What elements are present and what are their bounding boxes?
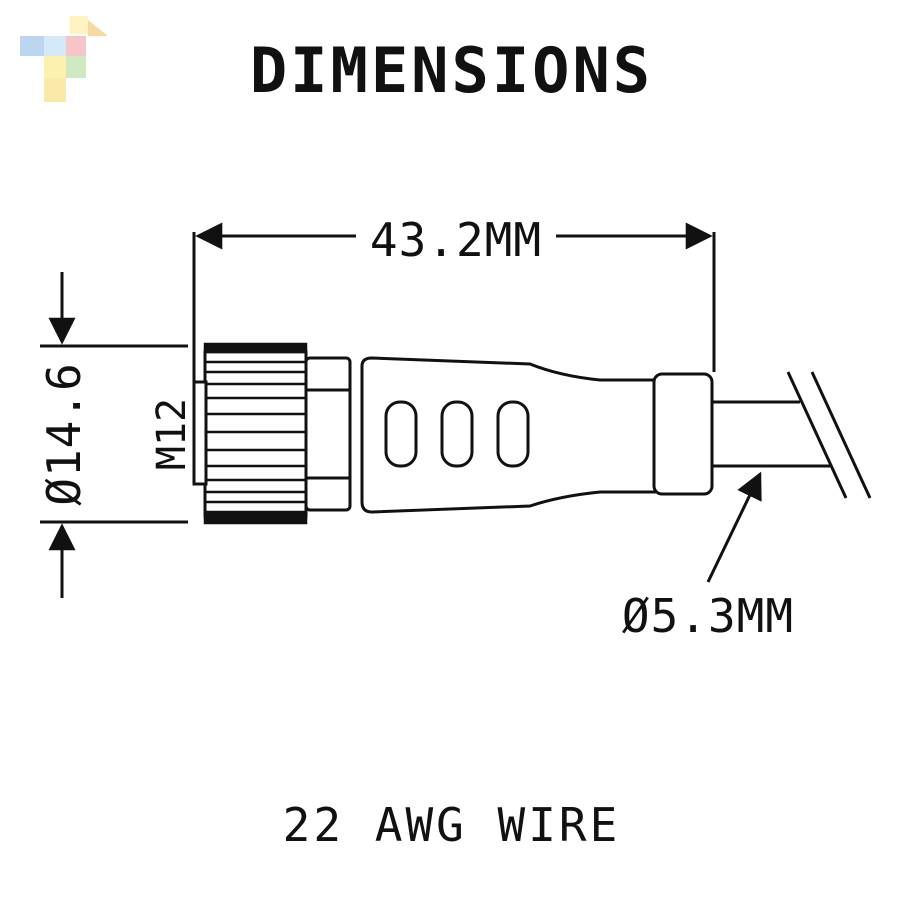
brand-logo-icon xyxy=(20,16,108,102)
nut-knurl xyxy=(203,342,308,525)
break-line-1 xyxy=(786,371,848,499)
cable-diameter-label: Ø5.3MM xyxy=(622,589,794,643)
break-line-2 xyxy=(810,371,872,499)
length-label: 43.2MM xyxy=(370,213,542,267)
grip-slot-2 xyxy=(440,400,474,468)
grip-slot-3 xyxy=(496,400,530,468)
wire-gauge-label: 22 AWG WIRE xyxy=(282,798,621,852)
page-title: DIMENSIONS xyxy=(249,34,654,107)
grip-slot-1 xyxy=(384,400,418,468)
cable-diameter-arrow xyxy=(706,471,762,583)
strain-relief xyxy=(652,372,714,496)
nut-diameter-label: Ø14.6 xyxy=(37,362,91,505)
thread-label: M12 xyxy=(149,398,195,470)
connector-collar xyxy=(304,356,352,512)
nut-face xyxy=(192,380,208,486)
